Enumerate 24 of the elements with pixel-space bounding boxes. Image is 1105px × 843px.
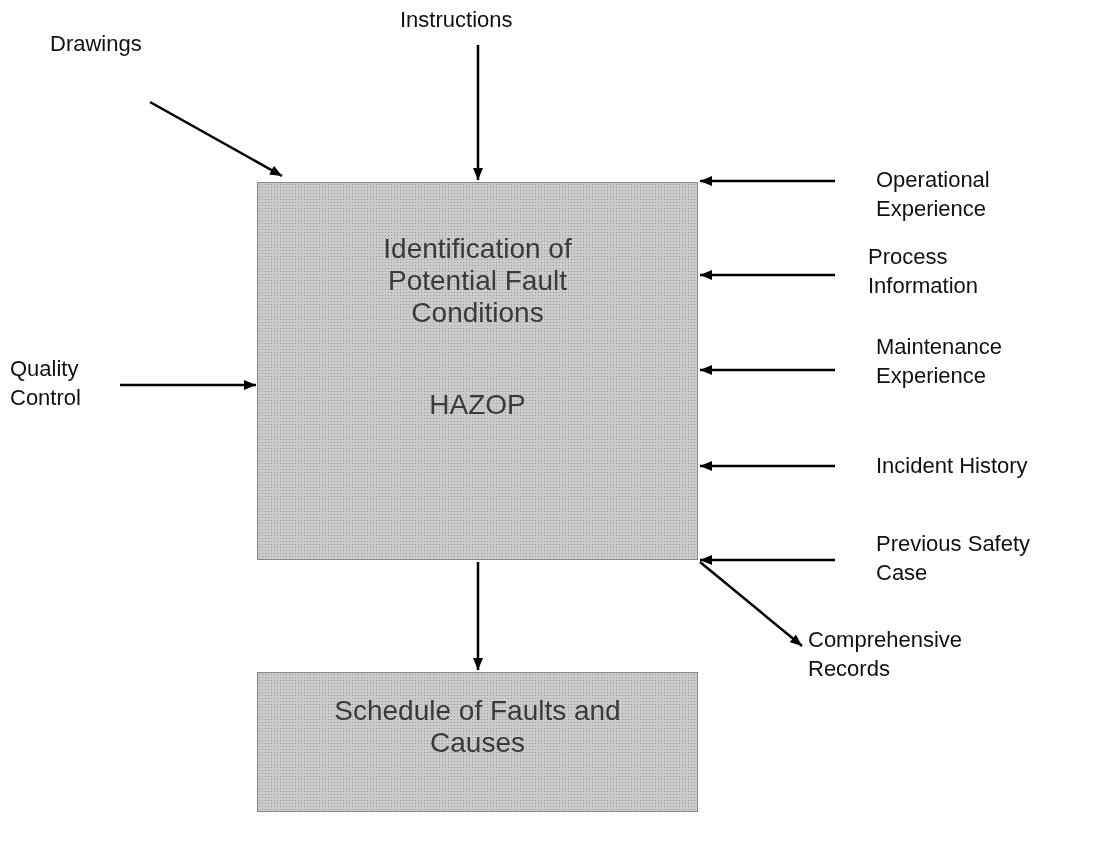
arrow: [700, 270, 835, 280]
arrow: [473, 45, 483, 180]
output-box: [257, 672, 698, 812]
input-label: Operational Experience: [876, 166, 991, 223]
arrow: [700, 176, 835, 186]
arrow: [700, 461, 835, 471]
box-title: Schedule of Faults and Causes: [333, 694, 622, 759]
box-subtitle: HAZOP: [428, 388, 527, 421]
arrow: [700, 555, 835, 565]
input-label: Previous Safety Case: [876, 530, 1032, 587]
input-label: Instructions: [400, 6, 514, 34]
input-label: Comprehensive Records: [808, 626, 964, 683]
arrow: [699, 561, 803, 647]
arrow: [700, 365, 835, 375]
input-label: Quality Control: [10, 355, 82, 412]
process-box: [257, 182, 698, 560]
input-label: Maintenance Experience: [876, 333, 1003, 390]
arrow: [149, 100, 283, 178]
input-label: Process Information: [868, 243, 980, 300]
input-label: Drawings: [50, 30, 143, 58]
input-label: Incident History: [876, 452, 1029, 480]
box-title: Identification of Potential Fault Conditions: [382, 232, 573, 329]
arrow: [473, 562, 483, 670]
arrow: [120, 380, 256, 390]
